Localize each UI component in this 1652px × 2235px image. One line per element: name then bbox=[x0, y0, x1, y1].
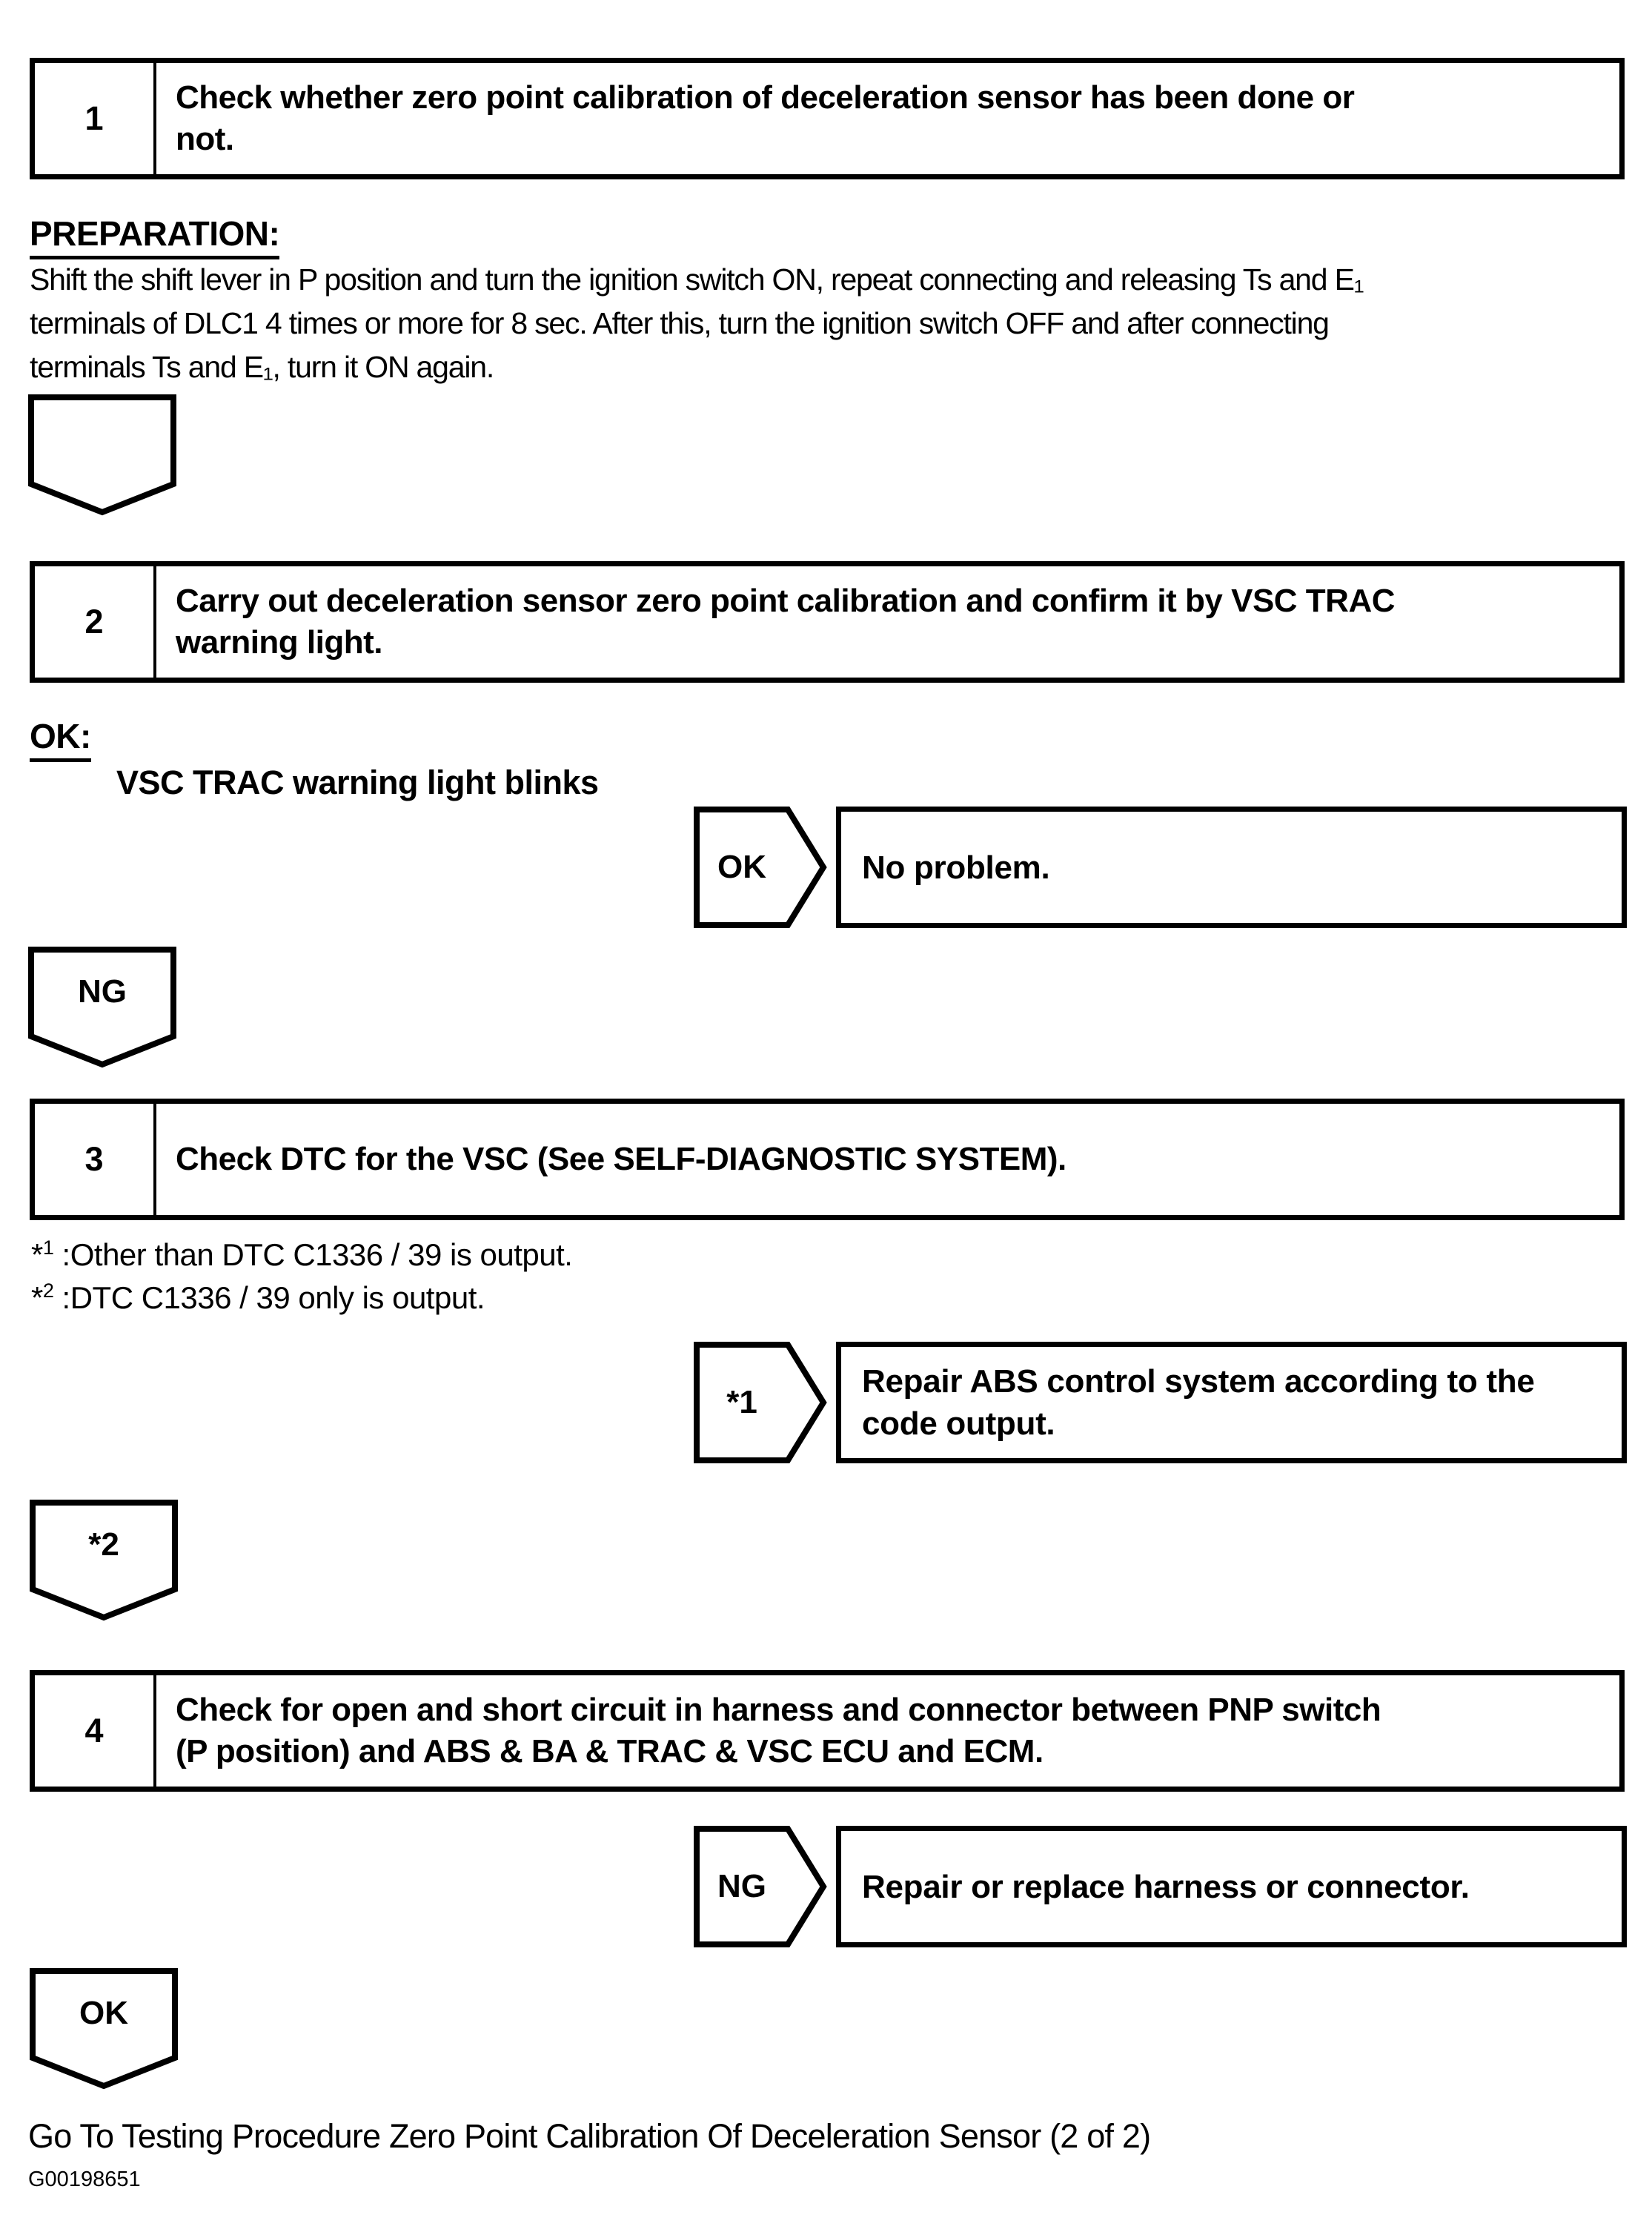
preparation-heading: PREPARATION: bbox=[30, 213, 280, 259]
right-arrow-pentagon-icon bbox=[694, 807, 827, 928]
step-3-box: 3 Check DTC for the VSC (See SELF-DIAGNO… bbox=[30, 1099, 1625, 1220]
ng-result-box: Repair or replace harness or connector. bbox=[836, 1826, 1627, 1947]
down-pentagon-icon bbox=[28, 947, 176, 1068]
ok-branch-arrow: OK bbox=[694, 807, 827, 928]
step-4-number: 4 bbox=[35, 1675, 156, 1787]
ok-connector-label: OK bbox=[79, 1995, 128, 2031]
right-arrow-pentagon-icon bbox=[694, 1342, 827, 1463]
ok-connector-down: OK bbox=[30, 1968, 178, 2090]
down-pentagon-icon bbox=[30, 1968, 178, 2090]
figure-code: G00198651 bbox=[28, 2168, 141, 2191]
footnote-star1: *1 :Other than DTC C1336 / 39 is output. bbox=[31, 1236, 573, 1273]
footnote-star1-sup: 1 bbox=[42, 1236, 54, 1259]
footnote-star2: *2 :DTC C1336 / 39 only is output. bbox=[31, 1279, 485, 1316]
ng-connector-down: NG bbox=[28, 947, 176, 1068]
step-3-title: Check DTC for the VSC (See SELF-DIAGNOST… bbox=[176, 1141, 1066, 1177]
flow-connector-label bbox=[28, 394, 176, 485]
step-4-box: 4 Check for open and short circuit in ha… bbox=[30, 1670, 1625, 1792]
step-2-number: 2 bbox=[35, 566, 156, 678]
star1-branch: *1 Repair ABS control system according t… bbox=[694, 1342, 1627, 1463]
step-2-title: Carry out deceleration sensor zero point… bbox=[176, 583, 1396, 660]
ng-connector-label: NG bbox=[78, 973, 127, 1010]
ng-branch-label: NG bbox=[717, 1868, 766, 1904]
right-arrow-pentagon-icon bbox=[694, 1826, 827, 1947]
step-1-title: Check whether zero point calibration of … bbox=[176, 79, 1355, 157]
footnote-star1-text: :Other than DTC C1336 / 39 is output. bbox=[53, 1237, 573, 1272]
star2-connector-down: *2 bbox=[30, 1500, 178, 1621]
ok-result-box: No problem. bbox=[836, 807, 1627, 928]
step-4-title: Check for open and short circuit in harn… bbox=[176, 1692, 1381, 1769]
step-2-box: 2 Carry out deceleration sensor zero poi… bbox=[30, 561, 1625, 683]
footnote-star2-text: :DTC C1336 / 39 only is output. bbox=[53, 1280, 485, 1315]
footnote-star2-sup: 2 bbox=[42, 1279, 54, 1302]
ok-branch: OK No problem. bbox=[694, 807, 1627, 928]
flow-connector-down bbox=[28, 394, 176, 516]
star2-connector-label: *2 bbox=[88, 1526, 119, 1563]
star1-result-box: Repair ABS control system according to t… bbox=[836, 1342, 1627, 1463]
ok-heading: OK: bbox=[30, 716, 91, 762]
step-3-number: 3 bbox=[35, 1104, 156, 1215]
star1-branch-arrow: *1 bbox=[694, 1342, 827, 1463]
ok-branch-label: OK bbox=[717, 849, 766, 885]
ng-branch: NG Repair or replace harness or connecto… bbox=[694, 1826, 1627, 1947]
star1-branch-label: *1 bbox=[726, 1384, 757, 1420]
down-pentagon-icon bbox=[30, 1500, 178, 1621]
ok-condition-text: VSC TRAC warning light blinks bbox=[116, 764, 599, 801]
go-to-instruction: Go To Testing Procedure Zero Point Calib… bbox=[28, 2117, 1151, 2155]
down-pentagon-icon bbox=[28, 394, 176, 516]
footnote-star2-star: * bbox=[31, 1280, 43, 1315]
step-1-number: 1 bbox=[35, 63, 156, 174]
preparation-body: Shift the shift lever in P position and … bbox=[30, 262, 1364, 384]
ng-branch-arrow: NG bbox=[694, 1826, 827, 1947]
step-1-box: 1 Check whether zero point calibration o… bbox=[30, 58, 1625, 179]
footnote-star1-star: * bbox=[31, 1237, 43, 1272]
